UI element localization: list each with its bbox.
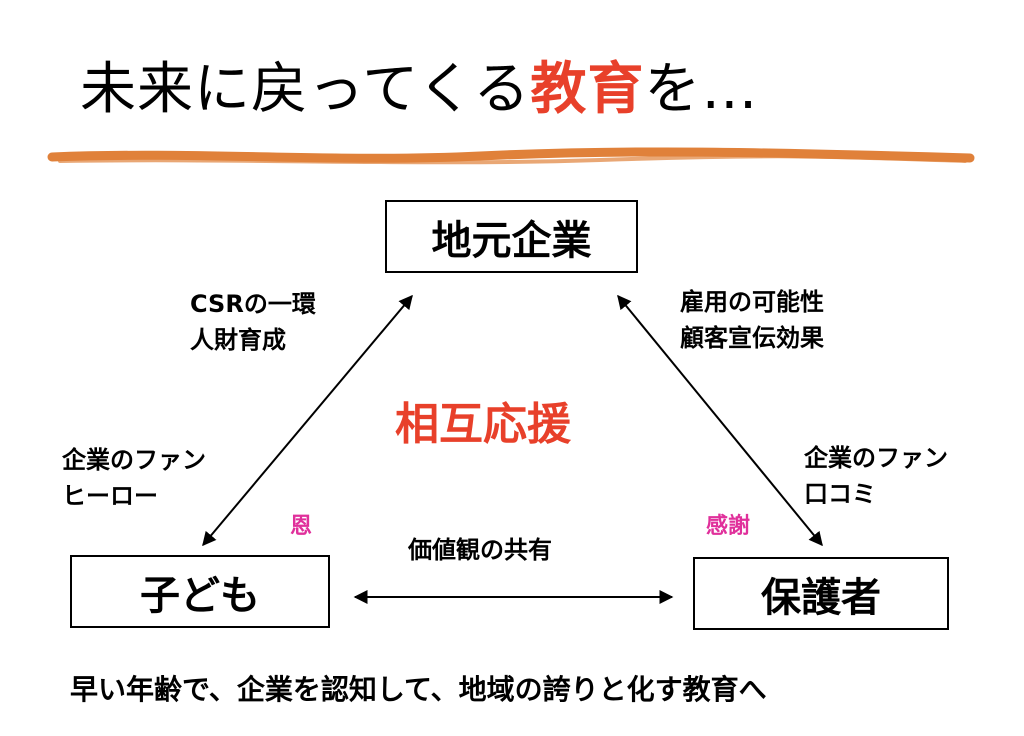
edge-label-line: 雇用の可能性 (680, 288, 824, 316)
edge-label-top-right-upper: 雇用の可能性 顧客宣伝効果 (680, 284, 824, 356)
edge-label-line: 企業のファン (62, 446, 206, 474)
bottom-message: 早い年齢で、企業を認知して、地域の誇りと化す教育へ (70, 673, 767, 706)
edge-label-line: 企業のファン (804, 444, 948, 472)
title-suffix: を… (644, 57, 759, 122)
title-accent: 教育 (530, 57, 645, 122)
edge-label-bottom: 価値観の共有 (408, 536, 552, 564)
edge-label-line: 人財育成 (190, 326, 286, 354)
edge-label-top-left-upper: CSRの一環 人財育成 (190, 286, 316, 358)
underline-stroke (47, 147, 975, 163)
label-thanks: 感謝 (706, 514, 751, 539)
edge-label-top-left-lower: 企業のファン ヒーロー (62, 442, 206, 514)
node-children: 子ども (70, 555, 330, 628)
edge-label-line: CSRの一環 (190, 290, 316, 318)
edge-label-line: 口コミ (804, 480, 876, 508)
node-guardians: 保護者 (693, 557, 949, 630)
node-children-label: 子ども (140, 572, 260, 619)
title-prefix: 未来に戻ってくる (80, 57, 531, 122)
page-title: 未来に戻ってくる教育を… (80, 50, 758, 130)
edge-label-top-right-lower: 企業のファン 口コミ (804, 440, 948, 512)
edge-label-line: ヒーロー (62, 482, 158, 510)
center-label: 相互応援 (395, 399, 571, 450)
underline-stroke-thin (58, 154, 967, 165)
node-local-company-label: 地元企業 (431, 217, 592, 264)
edge-label-line: 顧客宣伝効果 (680, 324, 824, 352)
node-guardians-label: 保護者 (761, 574, 881, 621)
label-gratitude-on: 恩 (290, 514, 313, 539)
node-local-company: 地元企業 (385, 200, 638, 273)
